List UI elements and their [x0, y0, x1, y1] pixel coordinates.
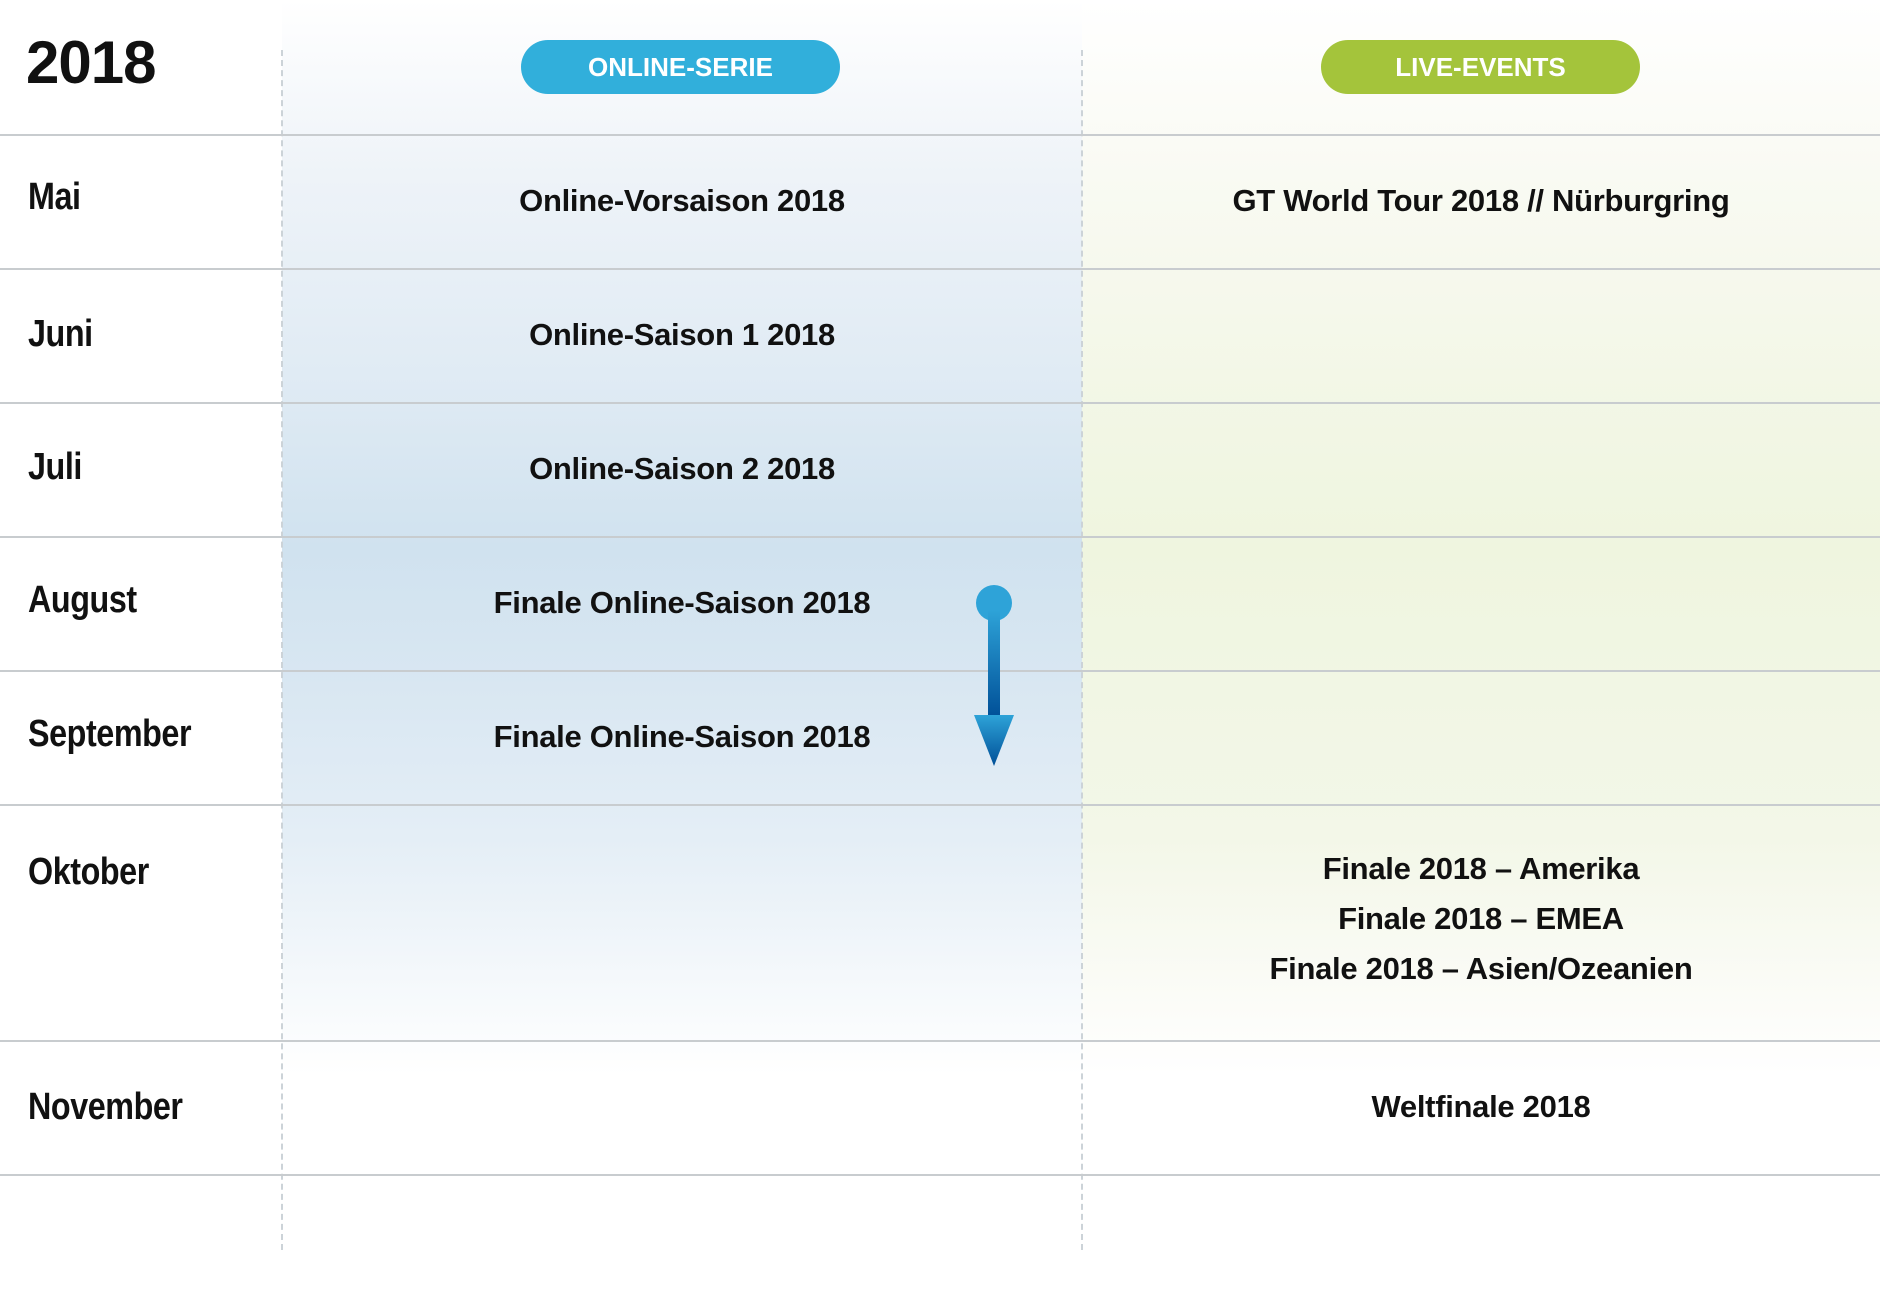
live-events-badge: LIVE-EVENTS [1321, 40, 1640, 94]
live-event: Finale 2018 – Asien/Ozeanien [1269, 951, 1693, 986]
year-heading: 2018 [26, 29, 156, 96]
month-label: Juli [28, 446, 82, 488]
online-event: Finale Online-Saison 2018 [493, 719, 871, 754]
month-label: Oktober [28, 851, 149, 893]
row-divider [0, 536, 1880, 538]
row-divider [0, 268, 1880, 270]
row-divider [0, 1174, 1880, 1176]
online-event: Online-Saison 1 2018 [529, 317, 835, 352]
row-divider [0, 804, 1880, 806]
down-arrow-icon [974, 585, 1014, 766]
row-divider [0, 1040, 1880, 1042]
month-label: Juni [28, 313, 93, 355]
live-event: Finale 2018 – EMEA [1338, 901, 1624, 936]
online-event: Finale Online-Saison 2018 [493, 585, 871, 620]
row-divider [0, 670, 1880, 672]
online-event: Online-Vorsaison 2018 [519, 183, 845, 218]
month-label: November [28, 1086, 183, 1128]
month-label: August [28, 579, 137, 621]
row-divider [0, 402, 1880, 404]
live-event: Finale 2018 – Amerika [1322, 851, 1640, 886]
online-series-badge: ONLINE-SERIE [521, 40, 840, 94]
live-event: GT World Tour 2018 // Nürburgring [1232, 183, 1730, 218]
column-divider [1081, 50, 1083, 1250]
online-event: Online-Saison 2 2018 [529, 451, 835, 486]
column-divider [281, 50, 283, 1250]
month-label: September [28, 713, 192, 755]
live-event: Weltfinale 2018 [1371, 1089, 1591, 1124]
month-label: Mai [28, 176, 81, 218]
row-divider [0, 134, 1880, 136]
